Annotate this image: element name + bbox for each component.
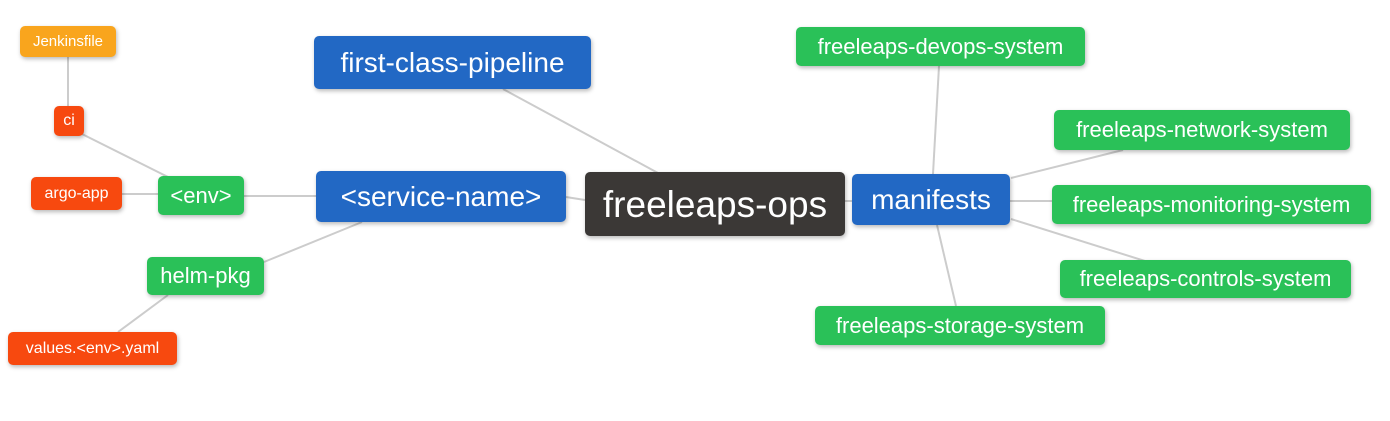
edge-ci-env [81,133,169,178]
edge-manifests-controls [1010,218,1146,262]
edge-manifests-network [1010,149,1124,179]
edge-pipeline-root [502,88,659,174]
node-freeleaps-controls-system[interactable]: freeleaps-controls-system [1060,260,1351,298]
node-argo-app[interactable]: argo-app [31,177,122,210]
edge-values-helmpkg [117,294,169,333]
node-values-env-yaml[interactable]: values.<env>.yaml [8,332,177,365]
node-service-name[interactable]: <service-name> [316,171,566,222]
node-freeleaps-ops-root[interactable]: freeleaps-ops [585,172,845,236]
edge-helmpkg-servicename [263,221,363,263]
node-first-class-pipeline[interactable]: first-class-pipeline [314,36,591,89]
node-jenkinsfile[interactable]: Jenkinsfile [20,26,116,57]
node-ci[interactable]: ci [54,106,84,136]
edge-manifests-storage [936,224,957,307]
node-freeleaps-devops-system[interactable]: freeleaps-devops-system [796,27,1085,66]
node-freeleaps-network-system[interactable]: freeleaps-network-system [1054,110,1350,150]
node-helm-pkg[interactable]: helm-pkg [147,257,264,295]
edge-manifests-devops [932,65,940,175]
node-freeleaps-storage-system[interactable]: freeleaps-storage-system [815,306,1105,345]
node-env[interactable]: <env> [158,176,244,215]
node-freeleaps-monitoring-system[interactable]: freeleaps-monitoring-system [1052,185,1371,224]
node-manifests[interactable]: manifests [852,174,1010,225]
edge-servicename-root [565,196,586,201]
